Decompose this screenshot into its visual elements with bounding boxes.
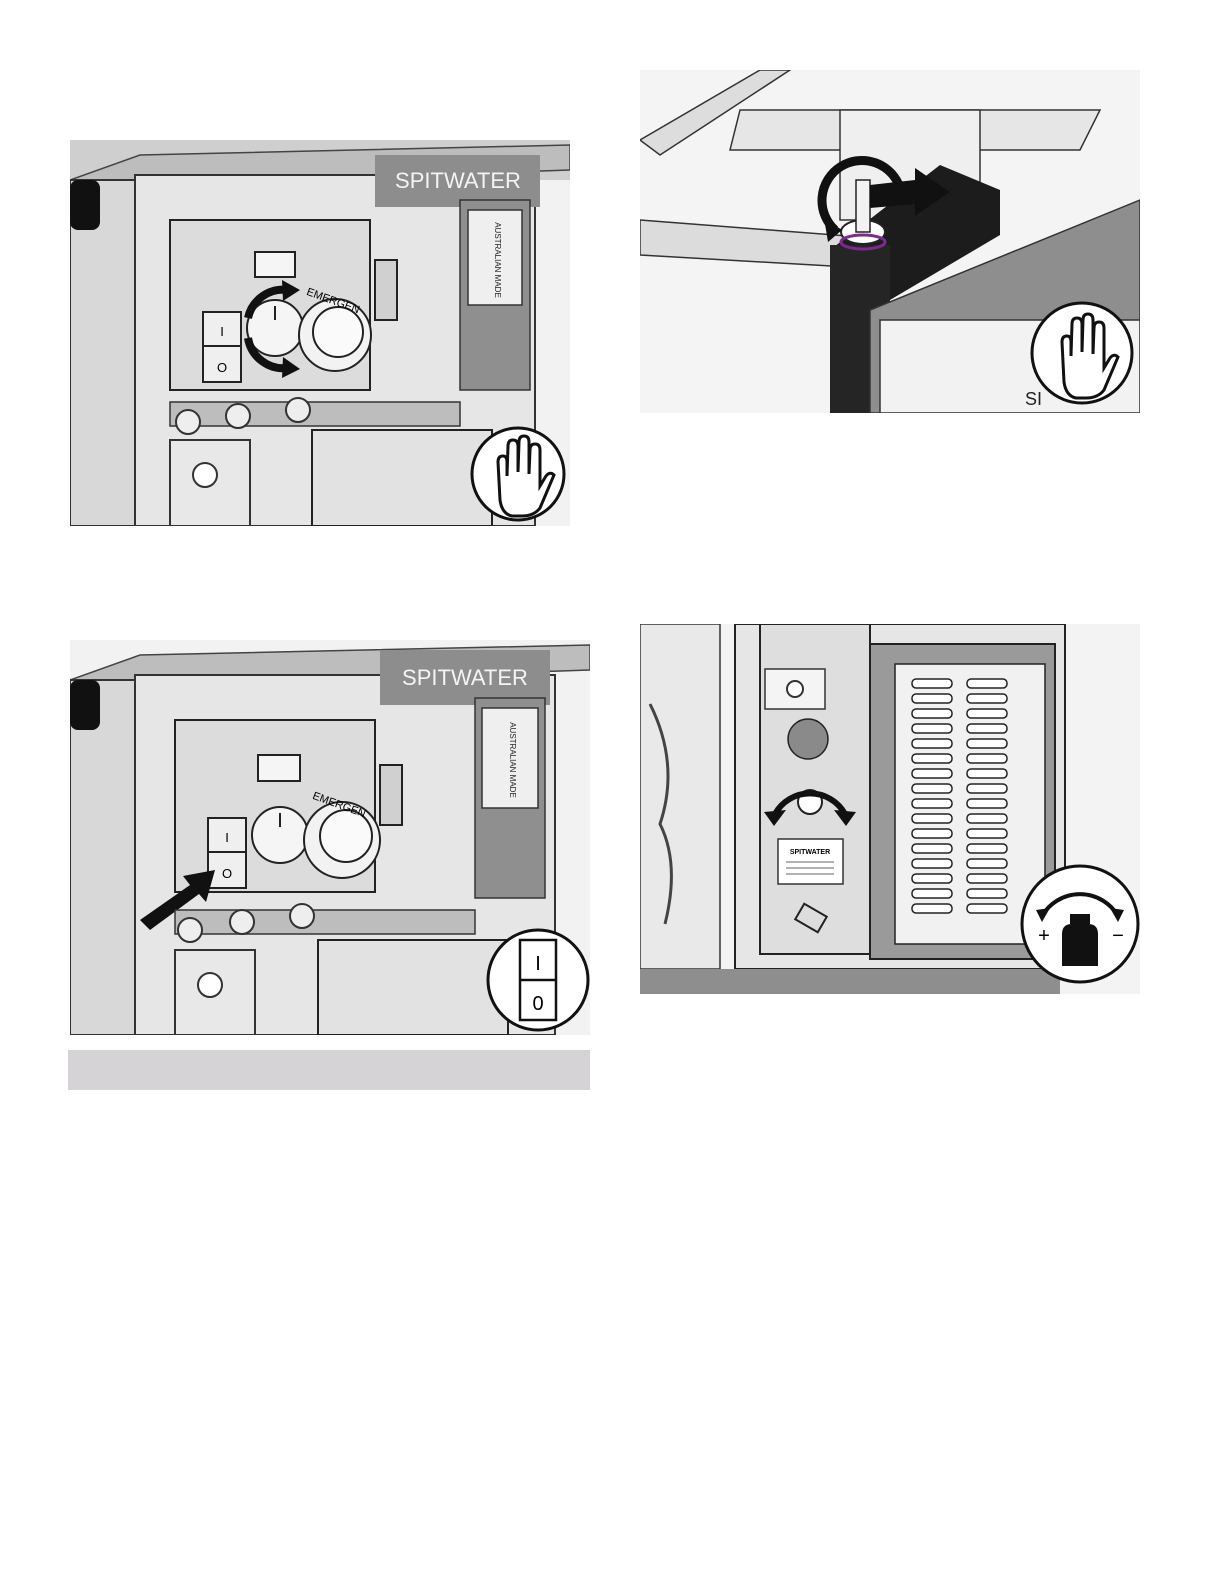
brand-plate-text: SPITWATER [395, 168, 521, 193]
svg-text:I: I [220, 324, 224, 339]
louvre-slat [967, 859, 1007, 868]
louvre-slat [967, 709, 1007, 718]
louvre-slat [967, 874, 1007, 883]
svg-text:I: I [535, 953, 541, 975]
brand-plate-text: SPITWATER [402, 665, 528, 690]
louvre-slat [967, 829, 1007, 838]
origin-label: AUSTRALIAN MADE [493, 222, 502, 298]
louvre-slat [967, 769, 1007, 778]
stop-hand-icon [472, 428, 564, 520]
louvre-slat [967, 724, 1007, 733]
louvre-slat [967, 754, 1007, 763]
figure-detergent-valve: SPITWATER + − [640, 624, 1140, 994]
detergent-adjust-icon: + − [1022, 866, 1138, 982]
louvre-slat [967, 694, 1007, 703]
louvre-slat [967, 739, 1007, 748]
louvre-slat [912, 904, 952, 913]
caption-bar [68, 1050, 590, 1090]
louvre-slat [967, 844, 1007, 853]
svg-text:O: O [222, 866, 232, 881]
power-switch-icon: I 0 [488, 930, 588, 1030]
louvre-slat [912, 784, 952, 793]
figure-tank-cap: SI [640, 70, 1140, 413]
svg-text:O: O [217, 360, 227, 375]
valve-label-title: SPITWATER [790, 849, 830, 856]
louvre-slat [912, 889, 952, 898]
louvre-slat [912, 769, 952, 778]
louvre-slat [912, 829, 952, 838]
figure-control-panel-dial: SPITWATER AUSTRALIAN MADE I O EMERGEN [70, 140, 570, 526]
svg-text:+: + [1038, 925, 1050, 947]
louvre-slat [912, 814, 952, 823]
louvre-slat [912, 799, 952, 808]
louvre-slat [912, 874, 952, 883]
louvre-slat [967, 784, 1007, 793]
origin-label: AUSTRALIAN MADE [508, 722, 517, 798]
louvre-slat [967, 814, 1007, 823]
louvre-slat [912, 679, 952, 688]
svg-text:I: I [225, 830, 229, 845]
louvre-slat [967, 889, 1007, 898]
louvre-slat [912, 859, 952, 868]
louvre-slat [967, 679, 1007, 688]
louvre-slat [967, 904, 1007, 913]
brand-fragment: SI [1025, 389, 1042, 409]
figure-power-switch: SPITWATER AUSTRALIAN MADE I O EMERGEN [70, 640, 590, 1035]
louvre-slat [967, 799, 1007, 808]
louvre-slat [912, 694, 952, 703]
louvre-slat [912, 844, 952, 853]
louvre-slat [912, 724, 952, 733]
svg-text:−: − [1112, 925, 1124, 947]
svg-text:0: 0 [532, 993, 543, 1015]
louvre-slat [912, 709, 952, 718]
stop-hand-icon [1032, 303, 1132, 403]
louvre-slat [912, 739, 952, 748]
louvre-slat [912, 754, 952, 763]
